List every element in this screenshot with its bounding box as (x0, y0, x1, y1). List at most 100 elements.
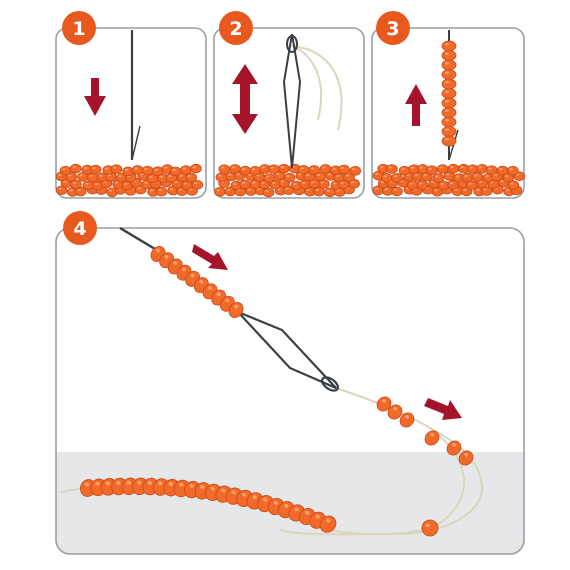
step-2-frame (213, 27, 365, 199)
big-eye-needle-icon (119, 226, 340, 392)
bead (318, 179, 330, 189)
bead (441, 88, 457, 99)
arrow-right-down-icon (192, 244, 228, 270)
bead (496, 165, 509, 176)
bead (507, 180, 520, 190)
bead (185, 172, 197, 183)
bead (70, 179, 82, 190)
bead (262, 187, 275, 198)
bead (476, 163, 488, 174)
bead (343, 172, 355, 182)
bead (297, 164, 310, 175)
bead (180, 165, 192, 175)
tray-bead-strand (79, 477, 337, 533)
needle-bead-strand (150, 246, 244, 318)
step-2-number: 2 (229, 18, 242, 40)
bead (458, 450, 474, 466)
bead (59, 165, 72, 176)
big-eye-needle-icon (282, 33, 302, 169)
bead (229, 164, 241, 174)
bead (214, 187, 226, 197)
bead (386, 164, 398, 174)
bead (507, 165, 519, 176)
step-4-frame (55, 227, 525, 555)
bead (447, 163, 460, 174)
step-2-panel: 2 (213, 11, 365, 199)
arrow-up-down-icon (232, 64, 258, 134)
bead (387, 404, 403, 420)
bead (407, 180, 419, 190)
bead (110, 164, 123, 175)
bead (391, 186, 403, 197)
bead (502, 172, 514, 183)
bead (215, 172, 228, 183)
bead (424, 430, 440, 446)
step-1-number: 1 (72, 18, 85, 40)
arrow-right-down-icon (424, 398, 462, 420)
bead (466, 180, 478, 191)
step-2-badge: 2 (219, 11, 253, 45)
bead (399, 412, 415, 428)
bead (69, 163, 82, 174)
bead (87, 172, 99, 183)
step-4-badge: 4 (63, 211, 97, 245)
bead (228, 302, 244, 318)
bead (441, 135, 457, 147)
bead (131, 165, 144, 175)
thread-bead-group (376, 396, 474, 537)
bead (380, 173, 393, 183)
bead (480, 186, 493, 196)
bead (338, 164, 350, 175)
step-4-panel: 4 (55, 211, 525, 555)
bead (441, 97, 457, 109)
step-3-number: 3 (386, 18, 399, 40)
bead (441, 107, 457, 118)
bead (169, 166, 182, 177)
bead (416, 164, 429, 174)
bead (283, 172, 296, 183)
bead (421, 519, 439, 537)
step-1-bead-pile (55, 163, 204, 198)
bead (141, 165, 154, 176)
step-3-bead-stack (441, 40, 457, 147)
step-3-badge: 3 (376, 11, 410, 45)
bead (457, 163, 470, 174)
step-1-badge: 1 (62, 11, 96, 45)
bead (249, 165, 262, 176)
bead (471, 172, 484, 182)
bead (278, 163, 290, 174)
bead (436, 164, 449, 174)
bead (438, 180, 450, 191)
bead (122, 166, 134, 177)
step-3-panel: 3 (371, 11, 526, 199)
bead (319, 515, 337, 533)
bead (263, 173, 276, 183)
step-1-panel: 1 (55, 11, 207, 199)
bead (441, 50, 457, 61)
bead (441, 126, 457, 137)
bead (441, 59, 457, 71)
bead (441, 78, 457, 90)
bead (239, 179, 251, 190)
bead (267, 164, 280, 174)
step-4-number: 4 (73, 218, 86, 240)
bead (218, 164, 231, 174)
bead (259, 164, 271, 174)
needle-icon (130, 30, 141, 161)
bead (426, 165, 438, 176)
bead (308, 165, 320, 175)
bead (485, 165, 498, 175)
bead (155, 186, 168, 197)
bead (239, 165, 252, 176)
bead (152, 166, 164, 177)
bead (349, 166, 362, 176)
bead (432, 173, 445, 183)
bead (89, 164, 102, 175)
bead (441, 40, 457, 52)
bead (55, 185, 68, 196)
thread-loop (291, 45, 343, 131)
bead (398, 165, 411, 176)
bead (81, 164, 94, 175)
